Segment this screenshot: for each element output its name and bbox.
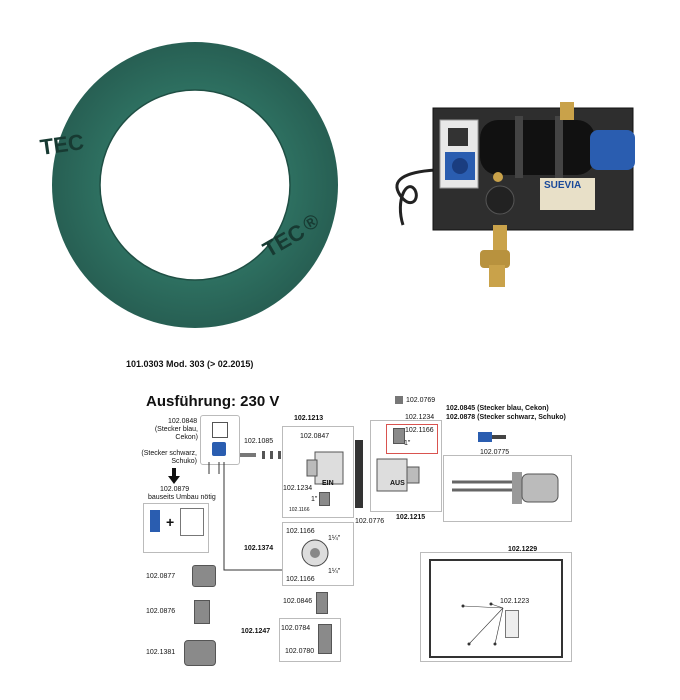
label-one-quarter-top: 1¼" [328,535,341,542]
highlight-box [386,424,438,454]
backplate-icon [429,559,563,658]
fitting-0846-icon [316,592,328,614]
flange-ein-icon [305,448,350,488]
product-brand-label: SUEVIA [544,180,582,191]
fitting-right-icon [393,428,405,444]
label-102-1215: 102.1215 [396,514,426,521]
gasket-plate-icon [355,440,363,508]
label-102-0847: 102.0847 [300,433,330,440]
down-arrow-icon [168,468,180,484]
heater-element-frame [443,455,572,522]
fitting-left-icon [319,492,330,506]
valve-1247-icon [318,624,332,654]
backplate-frame [420,552,572,662]
label-102-0775: 102.0775 [480,449,510,456]
label-102-0877: 102.0877 [146,573,176,580]
valve-102-0877-icon [192,565,216,587]
label-102-1213: 102.1213 [294,415,324,422]
label-102-1374: 102.1374 [244,545,274,552]
valve-102-0876-icon [194,600,210,624]
label-102-0878: 102.0878 (Stecker schwarz, Schuko) [446,414,566,421]
label-102-1166-left: 102.1166 [289,507,310,513]
execution-title: Ausführung: 230 V [146,393,280,410]
bolt-icon [240,450,285,460]
switch-box-frame [200,415,240,465]
label-102-0784: 102.0784 [281,625,311,632]
label-102-0876: 102.0876 [146,608,176,615]
label-102-0845: 102.0845 (Stecker blau, Cekon) [446,405,549,412]
product-photo [385,100,640,290]
label-102-1166-right: 102.1166 [405,427,434,434]
label-102-1223: 102.1223 [500,598,530,605]
label-one-quarter-bottom: 1¼" [328,568,341,575]
switch-socket-icon [212,442,226,456]
label-stecker-schwarz: (Stecker schwarz, Schuko) [141,450,197,465]
gasket-ring [45,35,345,335]
label-102-1166-pump-bottom: 102.1166 [286,576,315,583]
label-102-1085: 102.1085 [244,438,274,445]
label-102-1229: 102.1229 [508,546,538,553]
label-102-0848-note: (Stecker blau, Cekon) [154,426,198,441]
label-one-inch-right: 1" [404,440,411,447]
label-102-0780: 102.0780 [285,648,315,655]
label-102-1381: 102.1381 [146,649,176,656]
conversion-box: + [143,503,209,553]
cable-line [222,462,284,572]
heater-plug-icon [478,430,508,444]
flange-aus-icon [375,455,425,495]
label-102-1234-left: 102.1234 [283,485,313,492]
label-one-inch-left: 1" [311,496,318,503]
model-title: 101.0303 Mod. 303 (> 02.2015) [126,359,254,369]
switch-cable-lines [205,462,225,474]
screw-leader-lines [455,600,525,650]
label-102-0879-note: bauseits Umbau nötig [148,494,216,501]
label-102-0848: 102.0848 [168,418,198,425]
screw-set-icon [505,610,519,638]
label-102-1247: 102.1247 [241,628,271,635]
label-ein: EIN [322,480,334,487]
heater-element-icon [452,468,564,508]
small-switch-icon [180,508,204,536]
plus-sign: + [166,514,175,530]
label-102-1234-right: 102.1234 [405,414,435,421]
switch-knob-icon [212,422,228,438]
label-102-0769: 102.0769 [406,397,436,404]
pump-icon [300,538,330,568]
fitting-0769-icon [395,396,403,404]
label-102-0846: 102.0846 [283,598,313,605]
blue-plug-icon [150,510,160,532]
label-102-1166-pump-top: 102.1166 [286,528,315,535]
label-aus: AUS [390,480,405,487]
label-102-0776: 102.0776 [355,518,385,525]
valve-102-1381-icon [184,640,216,666]
label-102-0879: 102.0879 [160,486,190,493]
